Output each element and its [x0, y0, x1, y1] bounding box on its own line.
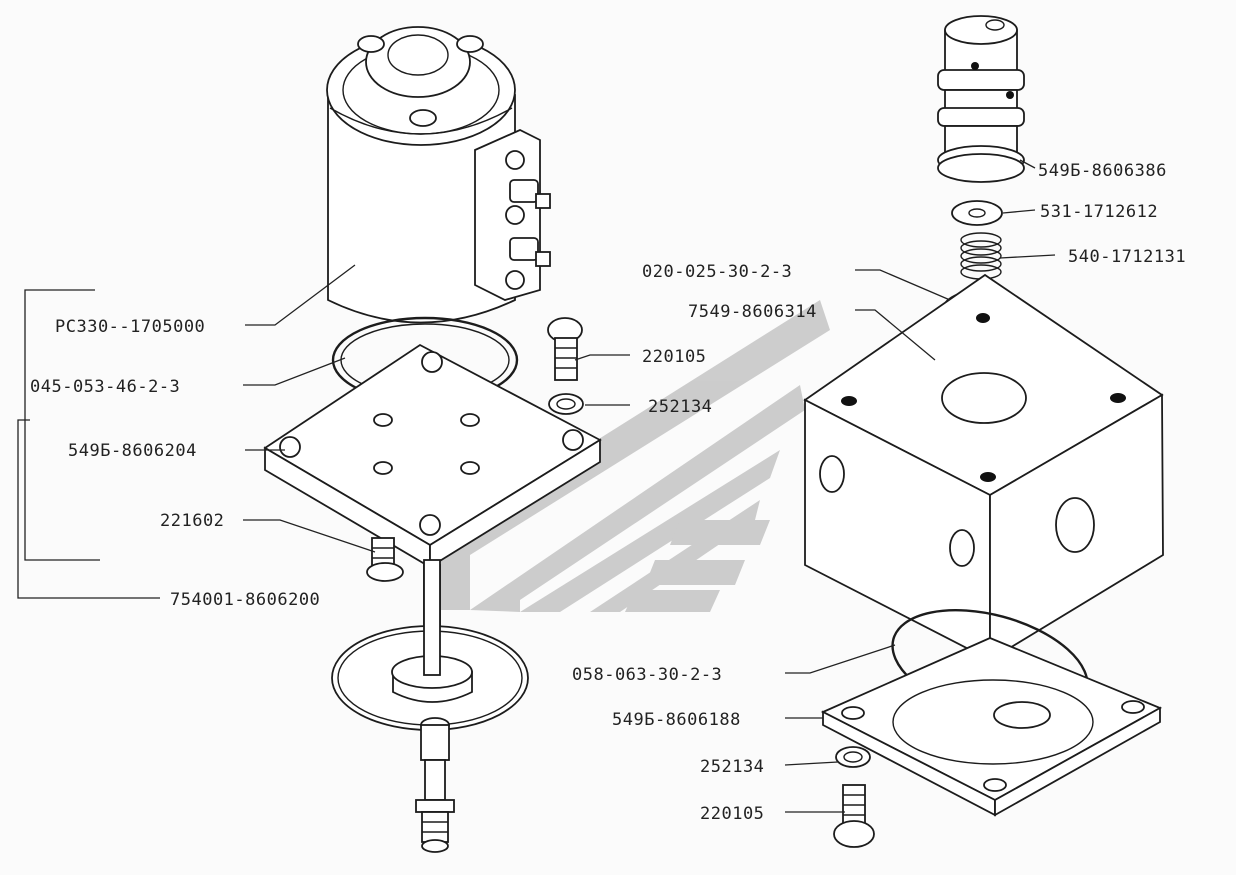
label-plate-204: 549Б-8606204 [68, 441, 197, 461]
label-washer-252134-top: 252134 [648, 397, 712, 417]
washer-252134-top [548, 393, 584, 415]
washer-252134-bottom [835, 746, 871, 768]
screw-220105-bottom [833, 784, 875, 848]
spring-540-1712131 [960, 232, 1002, 280]
label-plate-188: 549Б-8606188 [612, 710, 741, 730]
label-washer-252134-bottom: 252134 [700, 757, 764, 777]
solenoid-cylinder-part [326, 26, 551, 324]
assembly-bracket [17, 289, 160, 599]
label-oring-058: 058-063-30-2-3 [572, 665, 722, 685]
label-screw-220105-top: 220105 [642, 347, 706, 367]
label-oring-020: 020-025-30-2-3 [642, 262, 792, 282]
mounting-plate-188 [820, 637, 1163, 817]
label-washer-612: 531-1712612 [1040, 202, 1158, 222]
label-body-314: 7549-8606314 [688, 302, 817, 322]
screw-220105-top [547, 317, 583, 381]
label-assembly-200: 754001-8606200 [170, 590, 320, 610]
label-screw-220105-bottom: 220105 [700, 804, 764, 824]
leader-lines [243, 159, 1056, 813]
label-screw-221602: 221602 [160, 511, 224, 531]
valve-body-block [803, 273, 1164, 662]
diaphragm-stem-part [331, 559, 529, 731]
label-spring-131: 540-1712131 [1068, 247, 1186, 267]
valve-cartridge-386 [937, 15, 1025, 183]
label-rs330: РС330--1705000 [55, 317, 205, 337]
label-valve-386: 549Б-8606386 [1038, 161, 1167, 181]
watermark-logo [405, 300, 830, 612]
lower-plunger-part [415, 717, 455, 853]
mounting-plate-204 [263, 343, 602, 569]
label-oring-045: 045-053-46-2-3 [30, 377, 180, 397]
washer-531-1712612 [951, 200, 1003, 226]
screw-221602 [366, 537, 404, 582]
